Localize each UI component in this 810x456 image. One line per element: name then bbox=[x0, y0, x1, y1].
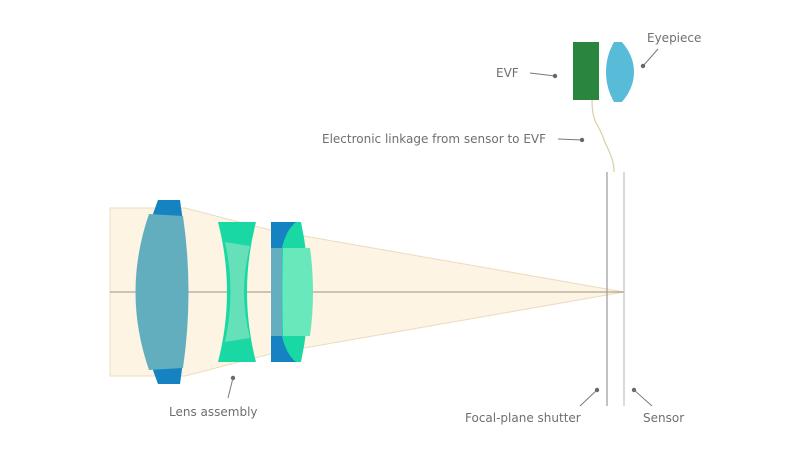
label-evf: EVF bbox=[496, 66, 519, 80]
leader-shutter bbox=[579, 389, 598, 407]
concave-lens bbox=[218, 222, 256, 362]
leader-linkage bbox=[557, 138, 583, 141]
leader-sensor bbox=[633, 389, 653, 407]
label-sensor: Sensor bbox=[643, 411, 684, 425]
leader-dot-eyepiece bbox=[640, 63, 646, 69]
leader-dot-evf bbox=[552, 73, 558, 79]
electronic-linkage-cable bbox=[591, 99, 615, 173]
label-electronic-linkage: Electronic linkage from sensor to EVF bbox=[322, 132, 546, 146]
leader-eyepiece bbox=[642, 48, 659, 67]
leader-lens-assembly bbox=[227, 377, 234, 399]
front-convex-lens bbox=[135, 200, 189, 384]
label-lens-assembly: Lens assembly bbox=[169, 405, 258, 419]
evf-display bbox=[573, 42, 599, 100]
label-focal-plane-shutter: Focal-plane shutter bbox=[465, 411, 581, 425]
label-eyepiece: Eyepiece bbox=[647, 31, 701, 45]
eyepiece-lens bbox=[606, 42, 634, 102]
doublet-lens bbox=[271, 222, 313, 362]
leader-dot-linkage bbox=[579, 137, 585, 143]
leader-evf bbox=[529, 72, 556, 77]
